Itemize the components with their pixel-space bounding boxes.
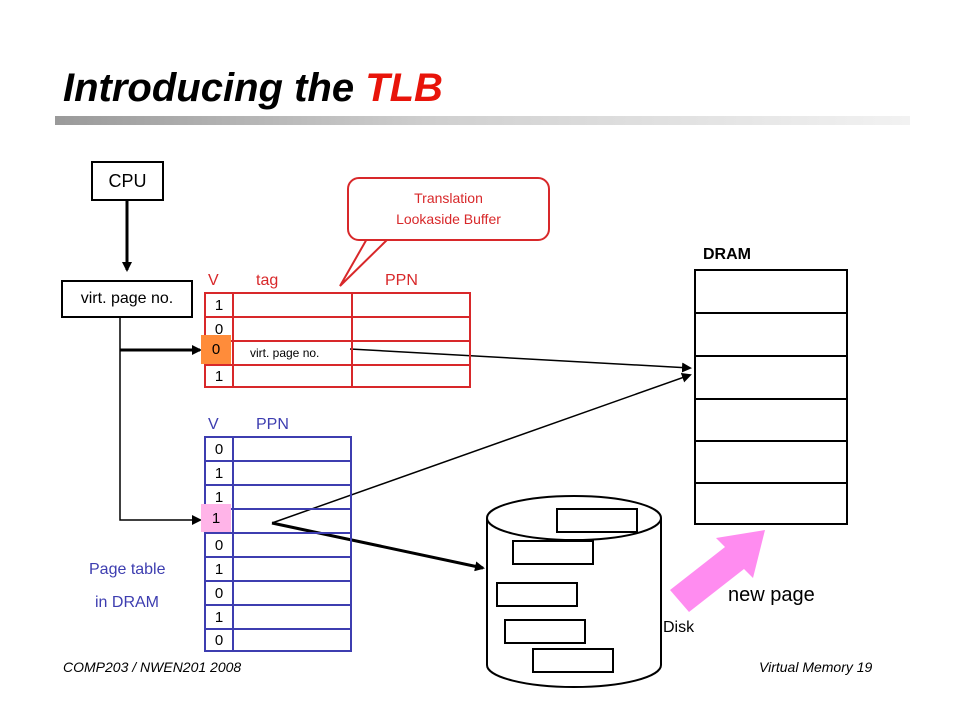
new-page-label: new page (728, 584, 815, 606)
pagetable-caption-line-1: Page table (89, 561, 166, 578)
disk-page-1 (556, 508, 638, 533)
page-title: Introducing the TLB (63, 66, 443, 111)
tlb-header-v: V (208, 272, 219, 289)
pagetable-valid-1: 1 (214, 464, 224, 482)
pagetable-valid-0: 0 (214, 440, 224, 458)
tlb-to-dram-arrow (349, 348, 692, 373)
dram-slot-divider (696, 312, 846, 314)
dram-label: DRAM (703, 246, 751, 263)
new-page-arrow (670, 530, 765, 612)
pagetable-valid-6: 0 (214, 584, 224, 602)
pagetable-valid-4: 0 (214, 536, 224, 554)
tlb-header-tag: tag (256, 272, 279, 289)
pagetable-valid-7: 1 (214, 608, 224, 626)
footer-slide: Virtual Memory 19 (759, 659, 873, 675)
dram-slot-divider (696, 440, 846, 442)
pagetable-to-disk-arrow (271, 521, 485, 572)
pagetable-valid-5: 1 (214, 560, 224, 578)
tlb-callout: Translation Lookaside Buffer (347, 177, 550, 241)
disk-page-2 (512, 540, 594, 565)
disk-page-4 (504, 619, 586, 644)
cpu-box: CPU (91, 161, 164, 201)
tlb-table: 1 0 0 1 virt. page no. (204, 292, 471, 388)
disk-page-5 (532, 648, 614, 673)
tlb-highlight-cell: 0 (201, 335, 231, 364)
callout-line-1: Translation (414, 190, 483, 206)
disk-label: Disk (663, 619, 695, 636)
dram-slot-divider (696, 482, 846, 484)
pagetable-header-ppn: PPN (256, 416, 289, 433)
tlb-valid-0: 1 (214, 296, 224, 314)
vpn-label: virt. page no. (80, 290, 174, 307)
page-table: 0 1 1 0 1 0 1 0 (204, 436, 352, 652)
pagetable-header-v: V (208, 416, 219, 433)
pagetable-valid-2: 1 (214, 488, 224, 506)
vpn-to-pagetable-arrow (119, 350, 202, 525)
virtual-page-number-box: virt. page no. (61, 280, 193, 318)
tlb-header-ppn: PPN (385, 272, 418, 289)
dram-slot-divider (696, 398, 846, 400)
pagetable-valid-8: 0 (214, 631, 224, 649)
tlb-lookup-label: virt. page no. (250, 346, 320, 360)
pagetable-caption-line-2: in DRAM (95, 594, 160, 611)
cpu-label: CPU (108, 170, 147, 191)
disk-page-3 (496, 582, 578, 607)
callout-line-2: Lookaside Buffer (396, 211, 501, 227)
title-accent: TLB (365, 66, 443, 110)
tlb-valid-1: 0 (214, 320, 224, 338)
title-underline-bar (55, 116, 910, 125)
pagetable-to-dram-arrow (271, 372, 692, 524)
pagetable-highlight-cell: 1 (201, 504, 231, 532)
tlb-valid-3: 1 (214, 367, 224, 385)
dram-slot-divider (696, 355, 846, 357)
title-main: Introducing the (63, 66, 366, 110)
callout-tail (339, 236, 393, 287)
footer-course: COMP203 / NWEN201 2008 (63, 659, 242, 675)
dram-block (694, 269, 848, 525)
